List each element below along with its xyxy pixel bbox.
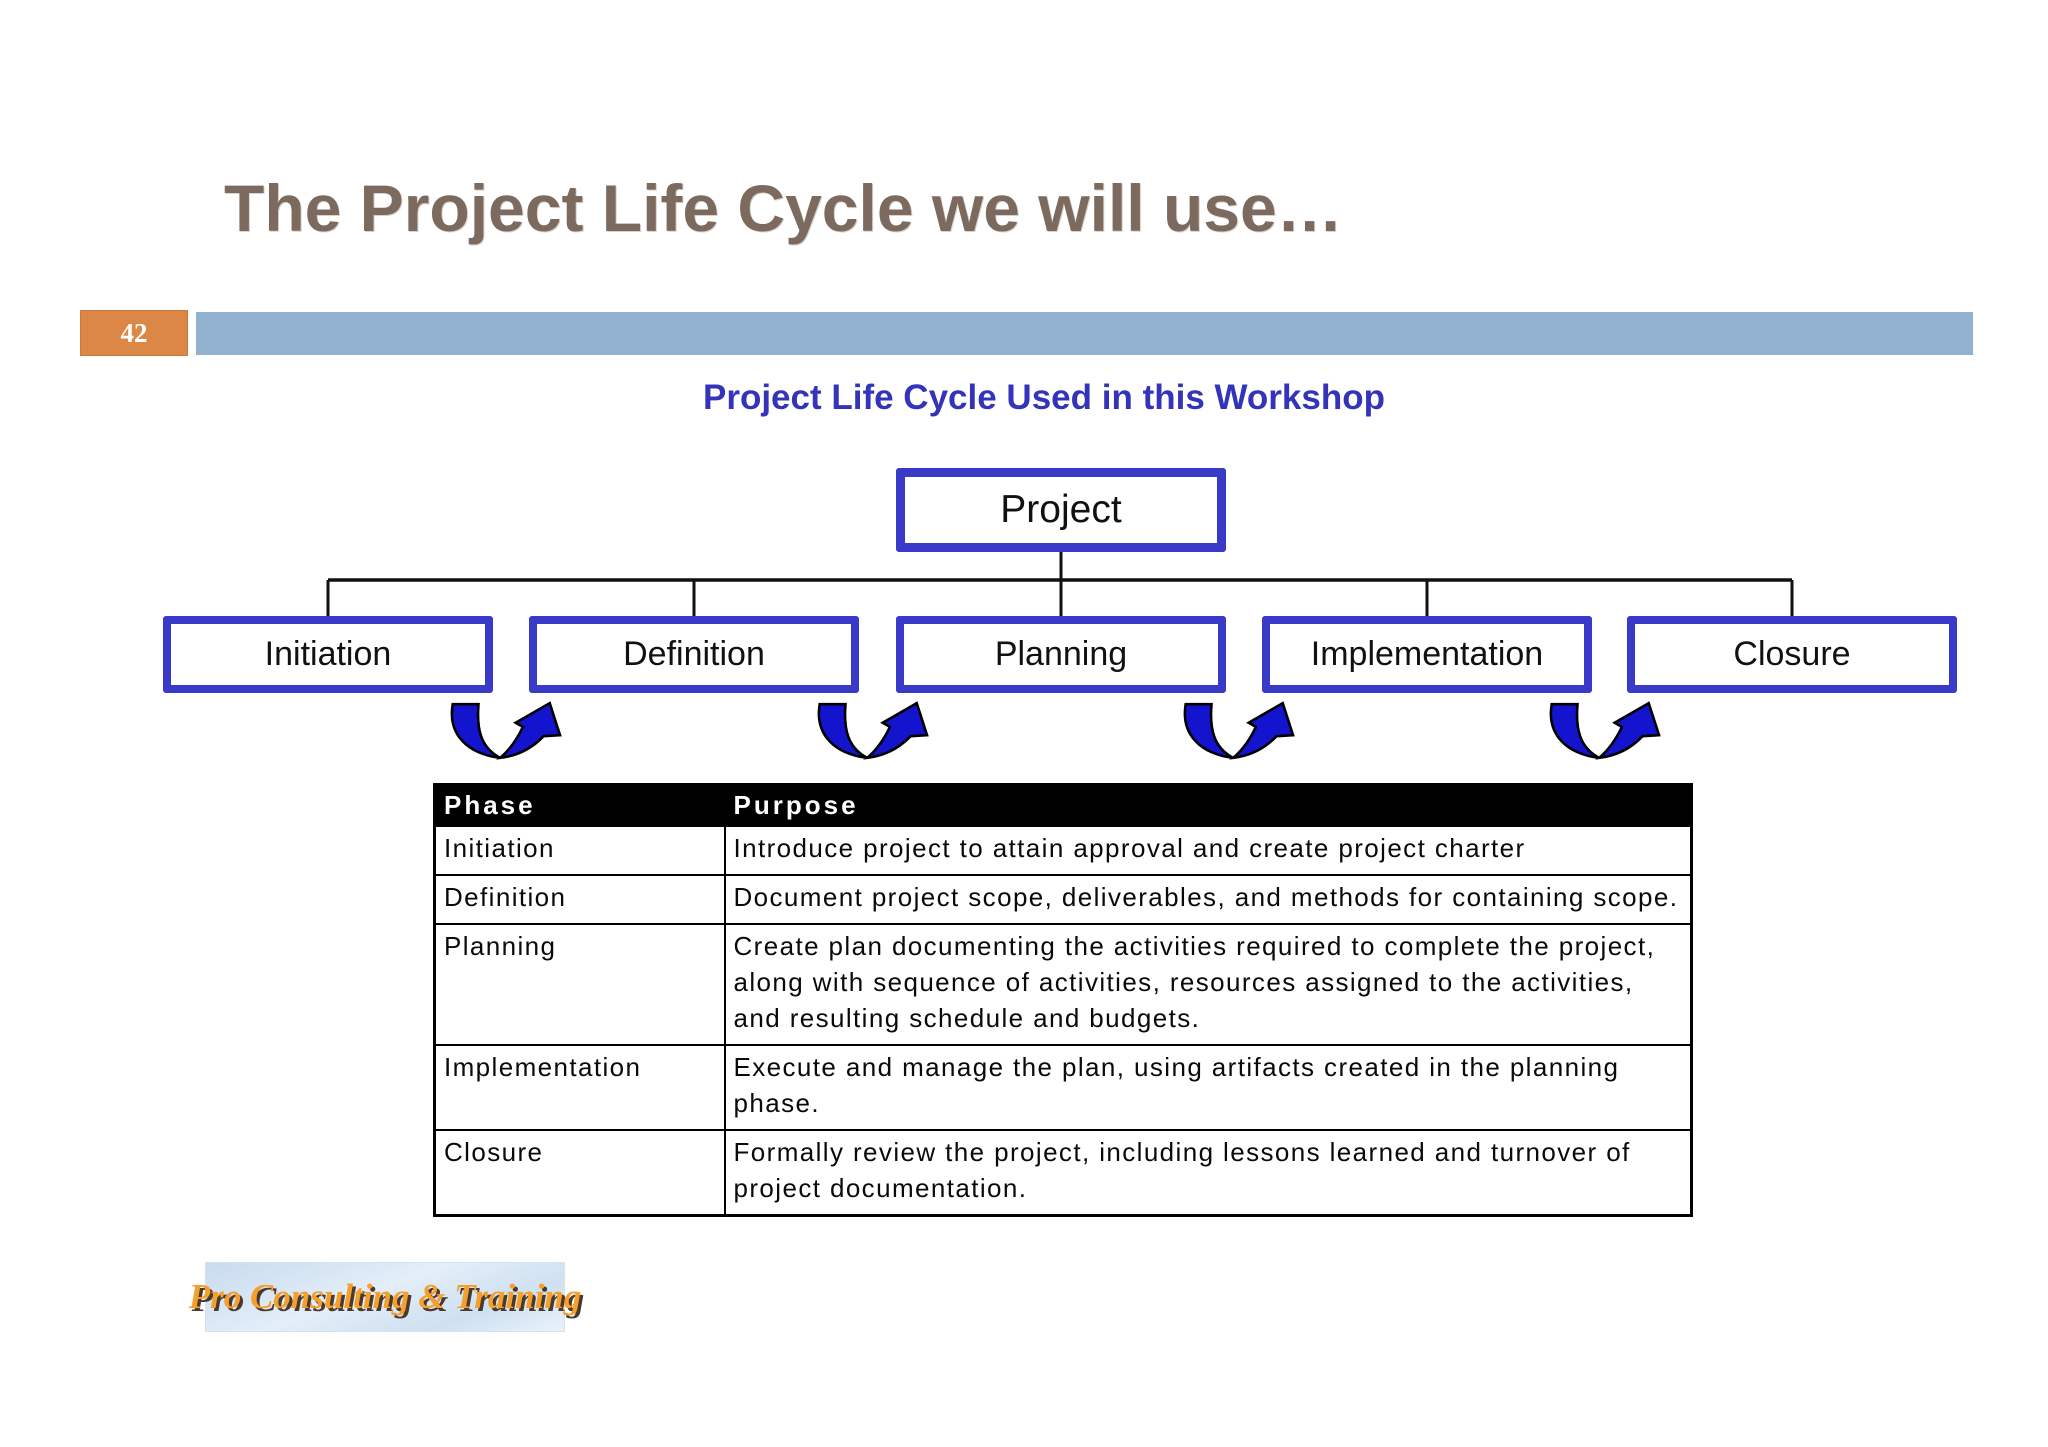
table-row: Implementation Execute and manage the pl… bbox=[433, 1044, 1693, 1131]
node-project: Project bbox=[896, 468, 1226, 552]
company-logo-text: Pro Consulting & Training bbox=[188, 1277, 582, 1316]
phase-purpose-table: Phase Purpose Initiation Introduce proje… bbox=[433, 783, 1693, 1217]
cell-purpose: Execute and manage the plan, using artif… bbox=[723, 1044, 1693, 1131]
cell-phase: Planning bbox=[433, 923, 726, 1046]
cell-purpose: Formally review the project, including l… bbox=[723, 1129, 1693, 1217]
slide-number-badge: 42 bbox=[80, 310, 188, 356]
node-closure: Closure bbox=[1627, 616, 1957, 693]
node-planning-label: Planning bbox=[994, 635, 1128, 673]
node-definition: Definition bbox=[529, 616, 859, 693]
node-implementation-label: Implementation bbox=[1310, 635, 1544, 673]
node-initiation-label: Initiation bbox=[264, 635, 392, 673]
cell-phase: Definition bbox=[433, 874, 726, 925]
header-accent-bar bbox=[196, 312, 1973, 355]
node-project-label: Project bbox=[1000, 488, 1122, 531]
curved-arrow-icon bbox=[1183, 701, 1295, 760]
table-row: Planning Create plan documenting the act… bbox=[433, 923, 1693, 1046]
cell-phase: Closure bbox=[433, 1129, 726, 1217]
company-logo: Pro Consulting & Training bbox=[189, 1262, 581, 1332]
table-row: Initiation Introduce project to attain a… bbox=[433, 825, 1693, 876]
node-implementation: Implementation bbox=[1262, 616, 1592, 693]
diagram-subtitle: Project Life Cycle Used in this Workshop bbox=[702, 378, 1385, 417]
curved-arrow-icon bbox=[817, 701, 929, 760]
column-header-phase: Phase bbox=[433, 783, 726, 827]
table-header-row: Phase Purpose bbox=[433, 783, 1693, 827]
table-row: Closure Formally review the project, inc… bbox=[433, 1129, 1693, 1217]
slide-number: 42 bbox=[120, 317, 148, 348]
curved-arrow-icon bbox=[450, 701, 562, 760]
node-initiation: Initiation bbox=[163, 616, 493, 693]
column-header-purpose: Purpose bbox=[723, 783, 1693, 827]
node-closure-label: Closure bbox=[1733, 635, 1851, 673]
node-planning: Planning bbox=[896, 616, 1226, 693]
cell-purpose: Create plan documenting the activities r… bbox=[723, 923, 1693, 1046]
cell-phase: Initiation bbox=[433, 825, 726, 876]
table-row: Definition Document project scope, deliv… bbox=[433, 874, 1693, 925]
cell-purpose: Introduce project to attain approval and… bbox=[723, 825, 1693, 876]
curved-arrow-icon bbox=[1549, 701, 1661, 760]
cell-purpose: Document project scope, deliverables, an… bbox=[723, 874, 1693, 925]
connector-lines bbox=[326, 548, 1794, 620]
cell-phase: Implementation bbox=[433, 1044, 726, 1131]
page-title: The Project Life Cycle we will use… bbox=[224, 171, 1343, 245]
node-definition-label: Definition bbox=[623, 635, 765, 673]
